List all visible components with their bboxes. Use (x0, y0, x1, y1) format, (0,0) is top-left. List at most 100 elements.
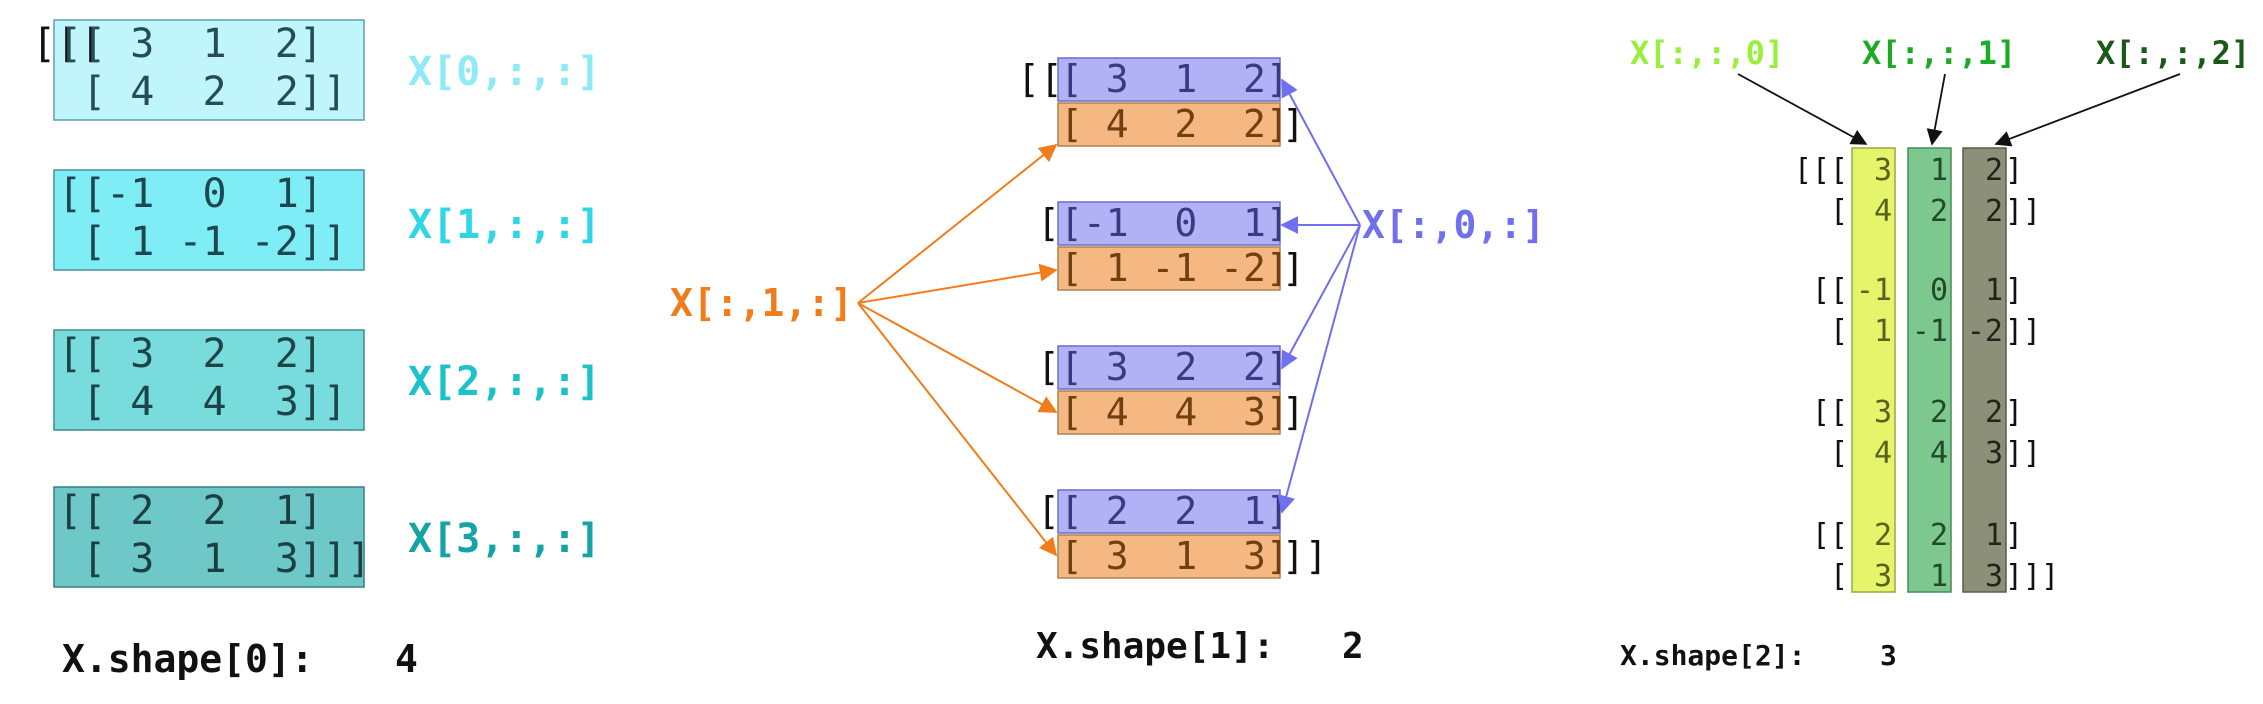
p3-row-suffix: ] (2005, 395, 2023, 430)
p1-label-0: X[0,:,:] (408, 49, 601, 95)
p2-block-2-row1-box (1057, 390, 1281, 435)
p3-cell: 1 (1930, 153, 1948, 188)
p2-block-3-row2: [ 3 1 3] (1060, 534, 1289, 578)
p2-arrow-axis0-2 (1281, 224, 1361, 370)
p1-block-3: [[ 2 2 1] [ 3 1 3]]] X[3,:,:] (53, 486, 601, 588)
p3-cell: 2 (1985, 395, 2003, 430)
p2-block-1-row0-box (1057, 201, 1281, 246)
p3-arrows (1737, 73, 2181, 147)
p3-arrow-2 (1994, 73, 2181, 147)
p2-block-3: [ [ 2 2 1] [ 3 1 3] ]] (1037, 489, 1328, 579)
p1-block-0-row1: [[ 3 1 2] (58, 21, 323, 67)
p3-cell: -1 (1856, 273, 1892, 308)
p3-cell: 2 (1874, 518, 1892, 553)
p3-cell: 3 (1874, 153, 1892, 188)
p3-col-label-2: X[:,:,2] (2096, 34, 2250, 72)
p3-row-suffix: ]] (2005, 436, 2041, 471)
p2-block-3-close: ]] (1282, 534, 1328, 578)
p3-row-prefix: [ (1830, 314, 1848, 349)
p1-block-1-row2: [ 1 -1 -2]] (58, 219, 347, 265)
p3-col-0-strip (1851, 147, 1896, 593)
p1-block-1-box (53, 169, 365, 271)
p1-block-3-row1: [[ 2 2 1] (58, 488, 323, 534)
p2-shape-value: 2 (1342, 626, 1364, 667)
p3-cell: 2 (1930, 518, 1948, 553)
p3-cell: 3 (1874, 395, 1892, 430)
p2-block-3-row1: [ 2 2 1] (1060, 489, 1289, 533)
p2-block-0-open: [[ (1017, 57, 1063, 101)
p1-shape-value: 4 (395, 637, 418, 681)
p1-block-0-box (53, 19, 365, 121)
p2-block-0-row0-box (1057, 57, 1281, 102)
p3-cell: 2 (1985, 194, 2003, 229)
p2-arrow-axis0-0 (1281, 78, 1361, 226)
p3-row-suffix: ]] (2005, 314, 2041, 349)
p3-shape-value: 3 (1880, 639, 1897, 672)
p1-label-1: X[1,:,:] (408, 202, 601, 248)
p3-col-label-1: X[:,:,1] (1862, 34, 2016, 72)
p1-block-1-row1: [[-1 0 1] (58, 171, 323, 217)
p3-arrow-0 (1737, 73, 1868, 145)
p2-block-0-close: ] (1282, 102, 1305, 146)
p3-cell: -2 (1967, 314, 2003, 349)
p2-axis0-arrows (1277, 78, 1361, 514)
p1-block-2-row2: [ 4 4 3]] (58, 379, 347, 425)
p2-label-axis1: X[:,1,:] (670, 281, 853, 325)
p2-arrow-axis1-3 (857, 302, 1058, 557)
p2-shape-label: X.shape[1]: (1036, 626, 1274, 667)
p1-block-0-row2: [ 4 2 2]] (58, 69, 347, 115)
p3-row-prefix: [[ (1812, 395, 1848, 430)
p3-cell: 1 (1874, 314, 1892, 349)
p2-arrow-axis1-0 (857, 143, 1058, 304)
p3-cell: -1 (1912, 314, 1948, 349)
p3-cell: 3 (1874, 559, 1892, 594)
p2-block-1-row1-box (1057, 246, 1281, 291)
p3-col-1-strip (1907, 147, 1952, 593)
p3-row-prefix: [[ (1812, 518, 1848, 553)
p3-row-prefix: [[ (1812, 273, 1848, 308)
p2-arrow-axis1-1 (857, 263, 1058, 304)
p3-row-prefix: [ (1830, 194, 1848, 229)
p1-block-3-row2: [ 3 1 3]]] (58, 536, 371, 582)
p1-block-2-row1: [[ 3 2 2] (58, 331, 323, 377)
p3-cell: 4 (1874, 436, 1892, 471)
p3-cell: 1 (1930, 559, 1948, 594)
p2-block-3-open: [ (1037, 489, 1060, 533)
p2-block-3-row0-box (1057, 489, 1281, 534)
p2-arrow-axis1-2 (857, 302, 1058, 413)
p1-block-2-box (53, 329, 365, 431)
p3-cell: 3 (1985, 559, 2003, 594)
p2-axis1-arrows (857, 143, 1058, 557)
p3-arrow-1 (1926, 73, 1946, 146)
p3-cell: 3 (1985, 436, 2003, 471)
p3-shape-label: X.shape[2]: (1620, 639, 1805, 672)
p3-col-2-strip (1962, 147, 2007, 593)
p3-row-suffix: ]]] (2005, 559, 2059, 594)
p2-block-2-close: ] (1282, 390, 1305, 434)
p3-row-suffix: ]] (2005, 194, 2041, 229)
p2-block-2-row0-box (1057, 345, 1281, 390)
p3-cell: 0 (1930, 273, 1948, 308)
panel-axis1: [[ [ 3 1 2] [ 4 2 2] ] [ [-1 0 1] [ 1 -1… (670, 57, 1545, 667)
p2-block-1-close: ] (1282, 246, 1305, 290)
p3-cell: 4 (1874, 194, 1892, 229)
p1-shape-label: X.shape[0]: (62, 637, 314, 681)
p1-block-3-box (53, 486, 365, 588)
p2-label-axis0: X[:,0,:] (1362, 203, 1545, 247)
p1-label-2: X[2,:,:] (408, 359, 601, 405)
panel-axis0: [[[ [[ 3 1 2] [ 4 2 2]] X[0,:,:] [[-1 0 … (32, 19, 601, 681)
p3-row-prefix: [[[ (1794, 153, 1848, 188)
p2-block-2: [ [ 3 2 2] [ 4 4 3] ] (1037, 345, 1305, 435)
p3-row-prefix: [ (1830, 559, 1848, 594)
p2-block-1-row2: [ 1 -1 -2] (1060, 246, 1289, 290)
p3-cell: 4 (1930, 436, 1948, 471)
p3-row-prefix: [ (1830, 436, 1848, 471)
p3-cell: 2 (1930, 194, 1948, 229)
p3-cell: 2 (1930, 395, 1948, 430)
p3-col-label-0: X[:,:,0] (1630, 34, 1784, 72)
p1-block-0-open: [[[ (32, 21, 104, 67)
